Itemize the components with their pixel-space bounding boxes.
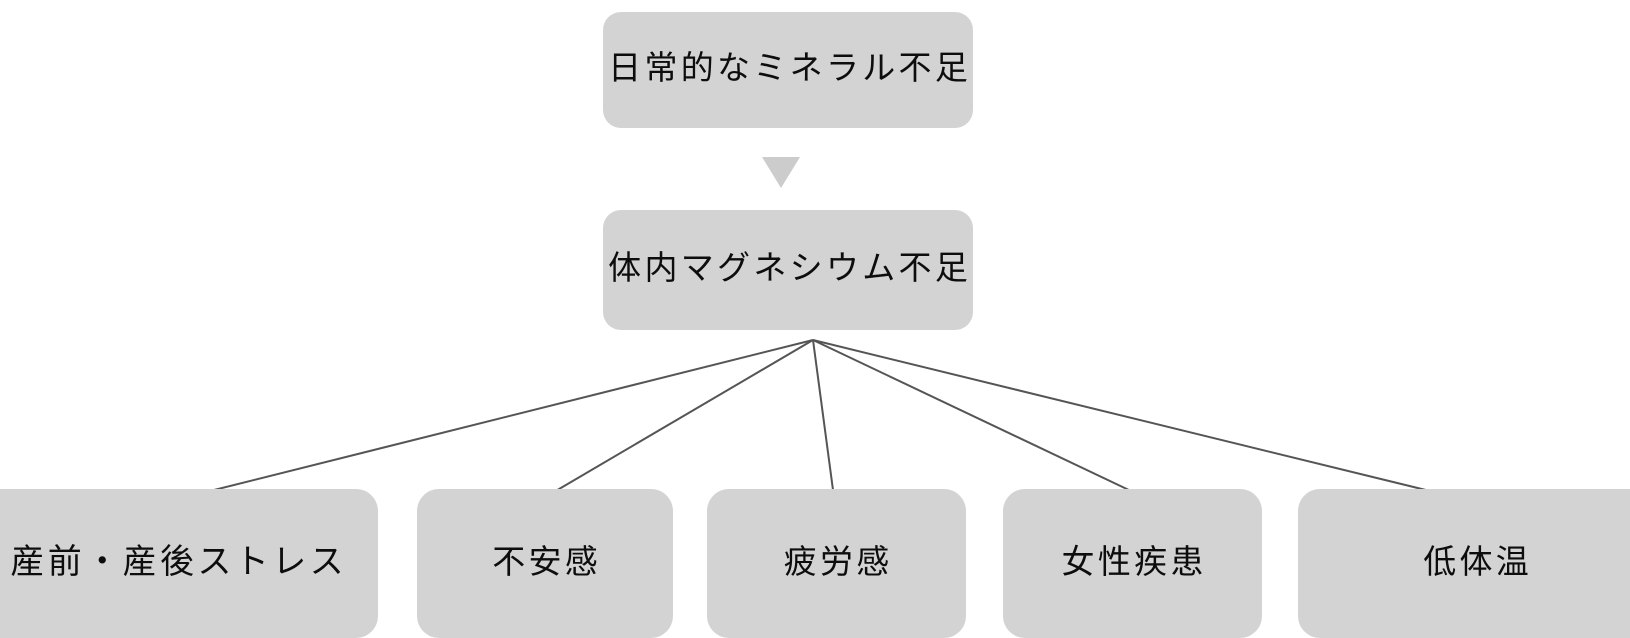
- symptom-label-3: 女性疾患: [1061, 544, 1207, 581]
- symptom-node-0[interactable]: 産前・産後ストレス: [0, 489, 378, 638]
- symptom-label-1: 不安感: [492, 544, 602, 581]
- intermediate-cause-node[interactable]: 体内マグネシウム不足: [603, 210, 973, 330]
- connector-line-2: [812, 339, 834, 491]
- intermediate-cause-label: 体内マグネシウム不足: [608, 251, 972, 288]
- triangle-down-icon: [762, 157, 800, 188]
- symptom-node-2[interactable]: 疲労感: [707, 489, 966, 638]
- symptom-label-0: 産前・産後ストレス: [10, 544, 347, 582]
- symptom-label-2: 疲労感: [783, 544, 893, 581]
- symptom-label-4: 低体温: [1423, 544, 1533, 581]
- symptom-node-1[interactable]: 不安感: [417, 489, 673, 638]
- symptom-node-4[interactable]: 低体温: [1298, 489, 1630, 638]
- connector-line-4: [812, 339, 1435, 493]
- root-cause-node[interactable]: 日常的なミネラル不足: [603, 12, 973, 128]
- connector-line-0: [189, 339, 814, 497]
- symptom-node-3[interactable]: 女性疾患: [1003, 489, 1262, 638]
- connector-line-1: [553, 339, 814, 493]
- connector-line-3: [812, 339, 1132, 492]
- root-cause-label: 日常的なミネラル不足: [608, 51, 972, 88]
